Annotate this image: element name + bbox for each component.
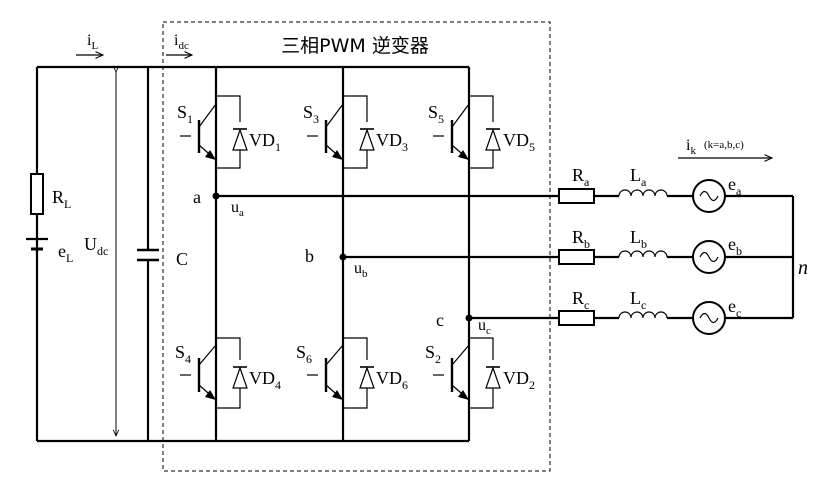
phase-a-branch: Ra La ea: [558, 165, 793, 213]
svg-text:iL: iL: [87, 32, 98, 52]
switch-s5: [433, 95, 501, 169]
load-resistor: [30, 173, 44, 215]
load-resistor-label: RL: [52, 187, 71, 211]
svg-text:b: b: [305, 246, 314, 266]
svg-text:Ra: Ra: [572, 165, 590, 189]
dc-voltage: Udc: [84, 72, 116, 436]
dc-capacitor: C: [137, 67, 188, 441]
switch-s4: [180, 337, 248, 409]
dc-bus: [35, 65, 469, 443]
svg-text:ua: ua: [231, 199, 244, 219]
phase-b-branch: Rb Lb eb: [558, 227, 793, 274]
load-current: iL: [76, 32, 103, 55]
svg-text:VD1: VD1: [249, 130, 281, 154]
svg-text:uc: uc: [478, 317, 491, 337]
dc-current: idc: [166, 32, 192, 55]
load-branch: RL eL: [26, 173, 73, 265]
phase-current: ik (k=a,b,c): [678, 137, 772, 158]
svg-text:S6: S6: [296, 342, 312, 366]
svg-text:ik: ik: [686, 137, 696, 157]
switch-s1: [180, 95, 248, 169]
svg-text:S1: S1: [177, 102, 193, 126]
svg-text:VD4: VD4: [249, 368, 281, 392]
svg-text:S4: S4: [175, 342, 191, 366]
svg-text:Lb: Lb: [630, 227, 647, 251]
svg-text:idc: idc: [174, 32, 189, 52]
neutral-bus: n: [791, 196, 808, 318]
svg-text:S5: S5: [428, 102, 444, 126]
svg-text:S2: S2: [425, 342, 441, 366]
svg-text:Rb: Rb: [572, 227, 590, 251]
output-lines: [212, 192, 559, 322]
switch-s6: [307, 337, 375, 409]
svg-text:C: C: [176, 249, 188, 269]
svg-text:Udc: Udc: [84, 234, 108, 258]
switch-labels: S1 VD1 S3 VD3 S5 VD5 S4 VD4 S6 VD6 S2 VD…: [175, 102, 535, 392]
svg-text:ub: ub: [354, 260, 368, 280]
phase-c-branch: Rc Lc ec: [558, 288, 793, 335]
svg-text:La: La: [630, 165, 647, 189]
upper-switches: [180, 95, 501, 169]
inverter-boundary: [162, 21, 551, 472]
svg-text:VD5: VD5: [503, 130, 535, 154]
node-labels: a ua b ub c uc: [193, 187, 491, 337]
load-source-label: eL: [58, 241, 73, 265]
svg-text:Rc: Rc: [572, 288, 589, 312]
svg-text:VD6: VD6: [376, 368, 408, 392]
inverter-title: 三相PWM 逆变器: [281, 35, 429, 57]
svg-text:a: a: [193, 187, 201, 207]
svg-text:c: c: [436, 310, 444, 330]
svg-text:ec: ec: [728, 296, 741, 320]
svg-text:ea: ea: [728, 174, 742, 198]
svg-text:VD2: VD2: [503, 368, 535, 392]
svg-text:n: n: [798, 257, 808, 279]
svg-text:S3: S3: [303, 102, 319, 126]
svg-text:eb: eb: [728, 234, 742, 258]
svg-text:Lc: Lc: [630, 288, 646, 312]
switch-s3: [307, 95, 375, 169]
svg-text:(k=a,b,c): (k=a,b,c): [704, 139, 744, 151]
switch-s2: [433, 337, 501, 409]
lower-switches: [180, 337, 501, 409]
svg-text:VD3: VD3: [376, 130, 408, 154]
